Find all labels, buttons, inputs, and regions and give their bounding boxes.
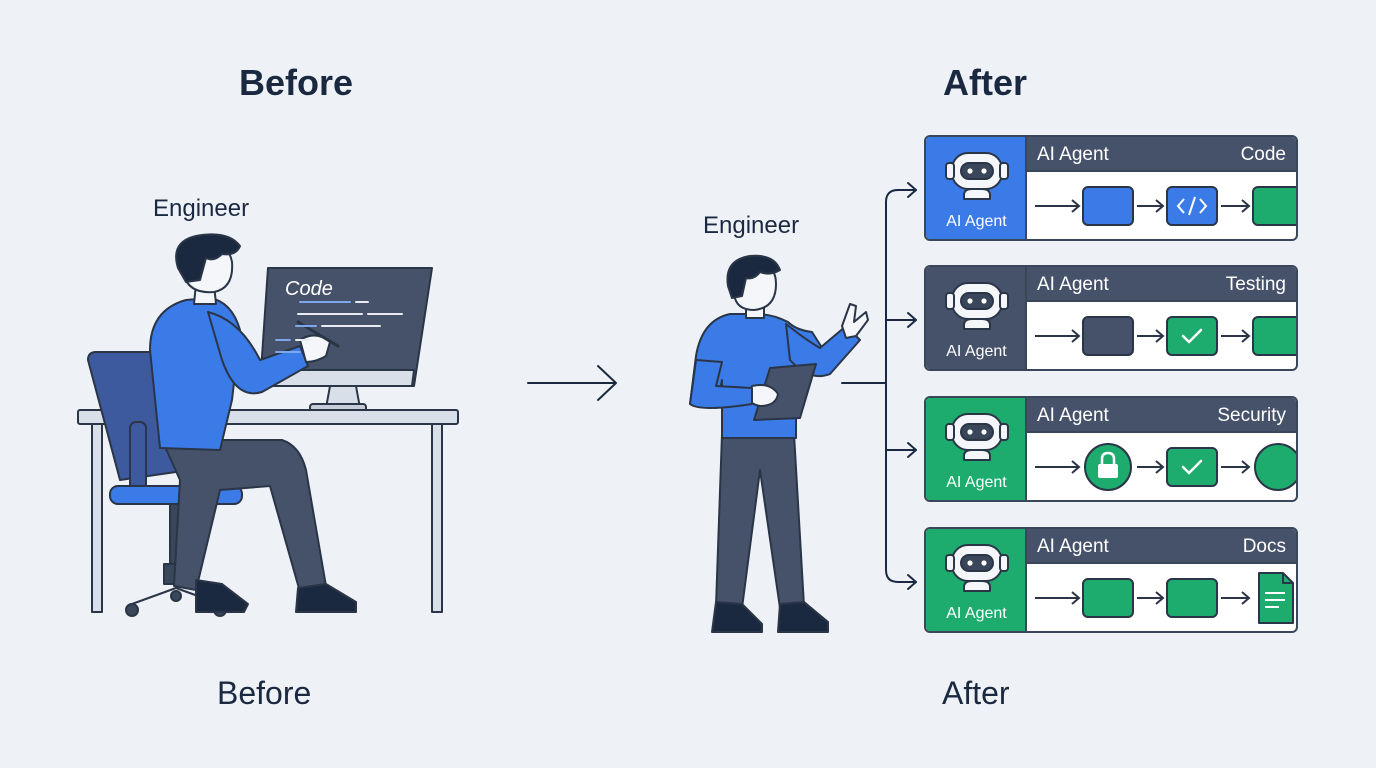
lock-icon: [1084, 443, 1132, 491]
flow-arrow: [1035, 329, 1081, 343]
agent-header: AI Agent Code: [1027, 137, 1296, 172]
engineer-legs: [715, 433, 805, 609]
agent-task: Code: [1240, 144, 1286, 165]
agent-badge: AI Agent: [926, 137, 1027, 239]
agent-badge: AI Agent: [926, 267, 1027, 369]
agent-name: AI Agent: [1037, 536, 1109, 557]
check-icon: [1166, 316, 1218, 356]
agent-header: AI Agent Security: [1027, 398, 1296, 433]
step-box: [1082, 316, 1134, 356]
flow-arrow: [1035, 591, 1081, 605]
code-icon: [1166, 186, 1218, 226]
flow-arrow: [1221, 329, 1251, 343]
before-heading: Before: [239, 62, 354, 103]
engineer-legs: [161, 439, 327, 593]
flow-arrow: [1221, 199, 1251, 213]
chair-wheel: [170, 590, 182, 602]
engineer-shoe: [195, 579, 249, 613]
before-engineer-label: Engineer: [153, 195, 250, 222]
robot-icon: [945, 152, 1009, 200]
robot-icon: [945, 413, 1009, 461]
check-icon: [1166, 447, 1218, 487]
before-caption: Before: [217, 675, 312, 711]
flow-arrow: [1137, 460, 1165, 474]
agent-workflow: [1035, 316, 1296, 356]
flow-arrow: [1221, 591, 1251, 605]
agent-badge-label: AI Agent: [946, 474, 1007, 491]
flow-arrow: [1137, 199, 1165, 213]
after-caption: After: [942, 675, 1010, 711]
step-box: [1082, 578, 1134, 618]
after-engineer-label: Engineer: [703, 212, 800, 239]
agent-badge-label: AI Agent: [946, 343, 1007, 360]
agent-badge: AI Agent: [926, 398, 1027, 500]
engineer-shoe: [777, 601, 829, 633]
flow-arrow: [1035, 460, 1081, 474]
desk-leg-right: [431, 423, 443, 613]
robot-icon: [945, 544, 1009, 592]
agent-header: AI Agent Testing: [1027, 267, 1296, 302]
agent-workflow: [1035, 443, 1296, 491]
agent-badge: AI Agent: [926, 529, 1027, 631]
step-box: [1082, 186, 1134, 226]
desk-leg-left: [91, 423, 103, 613]
engineer-shoe: [295, 583, 357, 613]
engineer-pointing-hand: [841, 303, 869, 339]
engineer-hand: [299, 334, 331, 363]
step-box: [1252, 316, 1296, 356]
connector-tree: [841, 182, 917, 590]
chair-wheel: [125, 603, 139, 617]
step-circle: [1254, 443, 1296, 491]
agent-name: AI Agent: [1037, 144, 1109, 165]
engineer-shoe: [711, 601, 763, 633]
step-box: [1252, 186, 1296, 226]
agent-header: AI Agent Docs: [1027, 529, 1296, 564]
engineer-hair: [726, 254, 781, 299]
screen-code-label: Code: [285, 278, 333, 300]
engineer-hair: [175, 233, 241, 283]
agent-name: AI Agent: [1037, 274, 1109, 295]
step-box: [1166, 578, 1218, 618]
agent-card-code[interactable]: AI Agent AI Agent Code: [924, 135, 1298, 241]
agent-badge-label: AI Agent: [946, 213, 1007, 230]
document-icon: [1258, 572, 1294, 624]
agent-badge-label: AI Agent: [946, 605, 1007, 622]
agent-task: Docs: [1242, 536, 1286, 557]
agent-card-docs[interactable]: AI Agent AI Agent Docs: [924, 527, 1298, 633]
agent-task: Testing: [1225, 274, 1286, 295]
agent-card-testing[interactable]: AI Agent AI Agent Testing: [924, 265, 1298, 371]
agent-task: Security: [1217, 405, 1286, 426]
after-heading: After: [943, 62, 1028, 103]
agent-card-security[interactable]: AI Agent AI Agent Security: [924, 396, 1298, 502]
engineer-lower-arm: [689, 359, 753, 409]
flow-arrow: [1137, 591, 1165, 605]
agent-workflow: [1035, 572, 1294, 624]
agent-name: AI Agent: [1037, 405, 1109, 426]
flow-arrow: [1035, 199, 1081, 213]
flow-arrow: [1137, 329, 1165, 343]
robot-icon: [945, 282, 1009, 330]
flow-arrow: [1221, 460, 1251, 474]
agent-workflow: [1035, 186, 1296, 226]
